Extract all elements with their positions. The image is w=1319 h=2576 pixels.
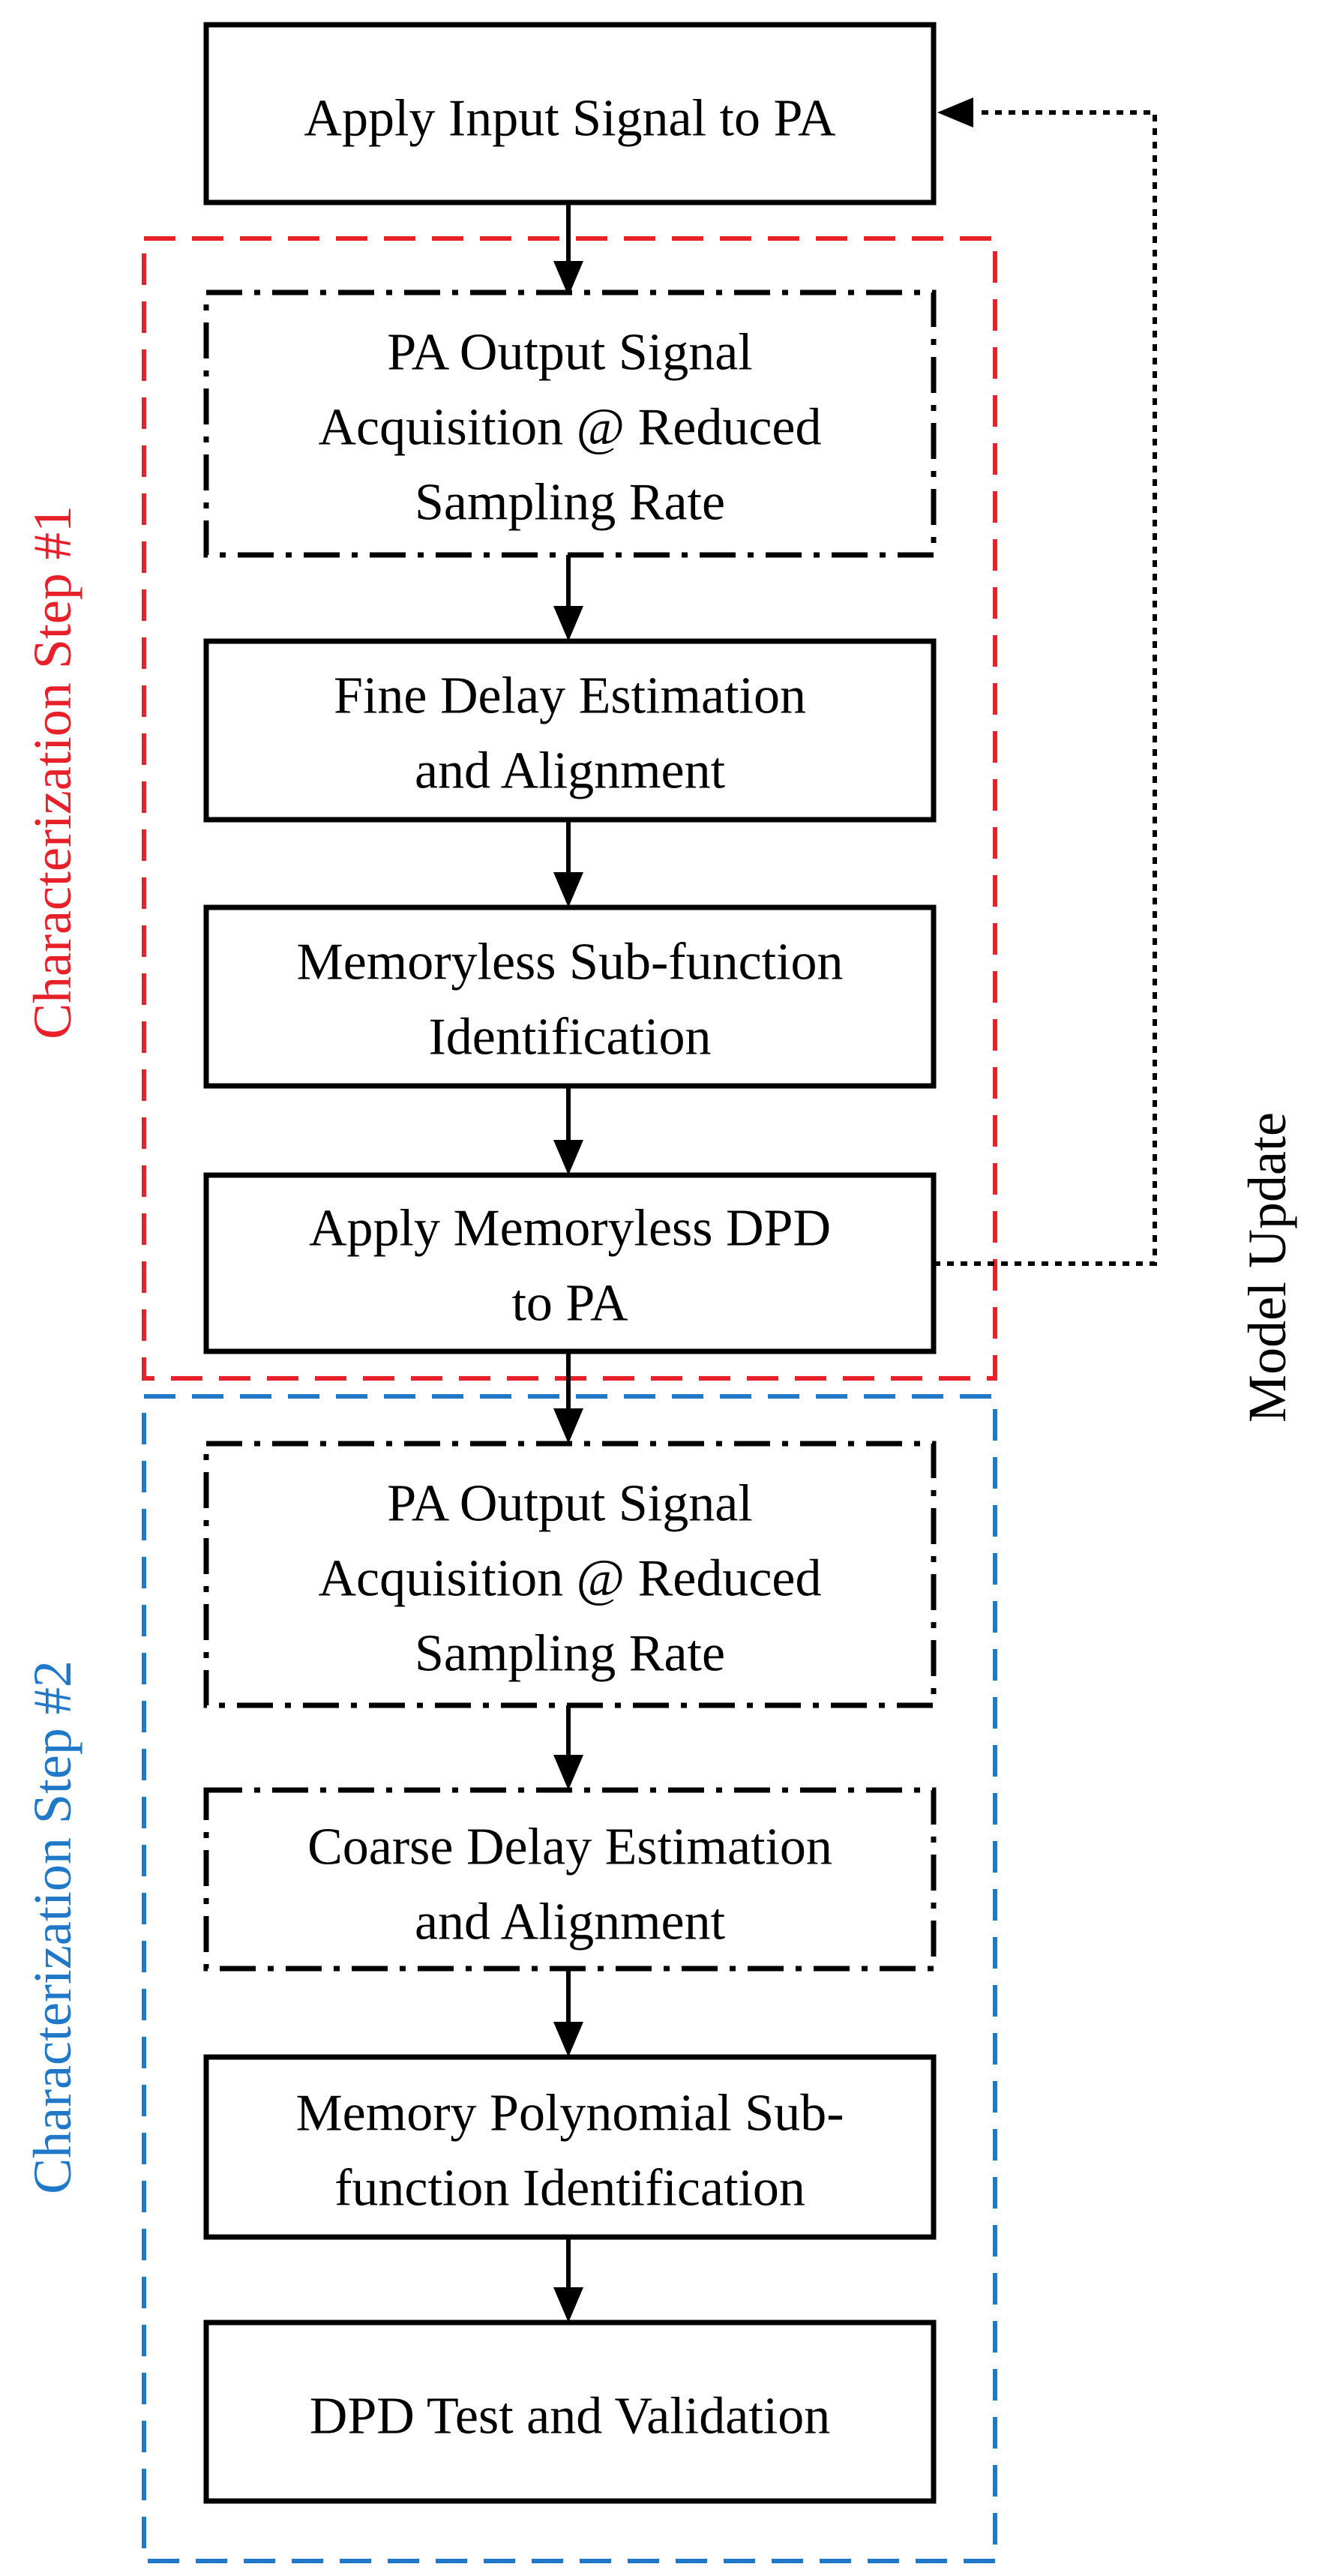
box-memory-polynomial-identification-line-2: function Identification [334, 2160, 805, 2218]
arrow-apply-memoryless-to-acquisition-2 [553, 1351, 583, 1444]
arrow-fine-delay-to-memoryless-id [553, 820, 583, 907]
arrow-memoryless-id-to-apply-memoryless [553, 1086, 583, 1175]
box-dpd-test-validation-text: DPD Test and Validation [310, 2388, 830, 2446]
box-apply-memoryless-dpd-line-1: Apply Memoryless DPD [309, 1200, 831, 1258]
box-fine-delay-estimation-line-1: Fine Delay Estimation [334, 667, 806, 725]
box-coarse-delay-estimation: Coarse Delay Estimation and Alignment [203, 1787, 937, 1972]
box-coarse-delay-estimation-line-1: Coarse Delay Estimation [307, 1819, 832, 1876]
box-output-acquisition-2-line-2: Acquisition @ Reduced [318, 1550, 821, 1608]
box-memory-polynomial-identification: Memory Polynomial Sub- function Identifi… [203, 2054, 937, 2240]
box-output-acquisition-1: PA Output Signal Acquisition @ Reduced S… [203, 289, 937, 558]
arrow-acquisition-1-to-fine-delay [553, 555, 583, 641]
characterization-step-2-label: Characterization Step #2 [22, 1660, 82, 2194]
characterization-step-1-label: Characterization Step #1 [22, 505, 82, 1039]
box-output-acquisition-1-line-2: Acquisition @ Reduced [318, 399, 821, 457]
box-output-acquisition-2-line-1: PA Output Signal [387, 1475, 753, 1533]
box-dpd-test-validation: DPD Test and Validation [203, 2320, 937, 2504]
box-output-acquisition-1-line-1: PA Output Signal [387, 324, 753, 382]
box-apply-input-signal-text: Apply Input Signal to PA [304, 90, 836, 148]
box-memoryless-identification: Memoryless Sub-function Identification [203, 904, 937, 1089]
box-fine-delay-estimation-line-2: and Alignment [415, 742, 726, 800]
box-output-acquisition-1-line-3: Sampling Rate [415, 474, 725, 532]
arrow-coarse-delay-to-memory-poly-id [553, 1969, 583, 2057]
flow-arrows [553, 202, 583, 2323]
box-apply-memoryless-dpd: Apply Memoryless DPD to PA [203, 1172, 937, 1354]
box-output-acquisition-2: PA Output Signal Acquisition @ Reduced S… [203, 1441, 937, 1708]
box-apply-input-signal: Apply Input Signal to PA [203, 22, 937, 205]
box-coarse-delay-estimation-line-2: and Alignment [415, 1894, 726, 1951]
arrow-apply-input-to-acquisition-1 [553, 202, 583, 296]
box-apply-memoryless-dpd-line-2: to PA [511, 1275, 628, 1333]
model-update-label: Model Update [1237, 1112, 1297, 1423]
box-output-acquisition-2-line-3: Sampling Rate [415, 1625, 725, 1683]
box-memoryless-identification-line-2: Identification [428, 1009, 711, 1066]
model-update-arrowhead [937, 97, 973, 127]
process-boxes: Apply Input Signal to PA PA Output Signa… [203, 22, 937, 2504]
model-update-feedback-path [934, 97, 1157, 1266]
arrow-memory-poly-id-to-dpd-test [553, 2237, 583, 2323]
arrow-acquisition-2-to-coarse-delay [553, 1705, 583, 1790]
box-fine-delay-estimation: Fine Delay Estimation and Alignment [203, 638, 937, 823]
box-memory-polynomial-identification-line-1: Memory Polynomial Sub- [295, 2085, 844, 2143]
box-memoryless-identification-line-1: Memoryless Sub-function [296, 934, 843, 991]
